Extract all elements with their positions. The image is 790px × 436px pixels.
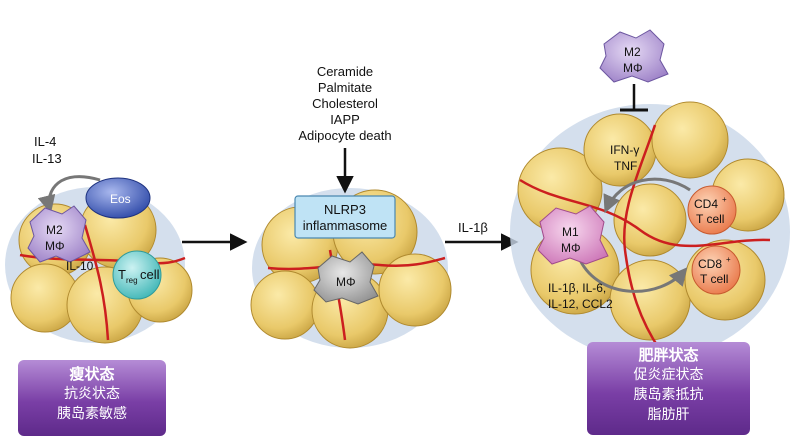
- treg-cell: T reg cell: [112, 250, 162, 300]
- treg-t: T: [118, 267, 126, 282]
- trigger-list: Ceramide Palmitate Cholesterol IAPP Adip…: [298, 64, 391, 143]
- il1b-arrow-label: IL-1β: [458, 220, 488, 235]
- macrophage-middle-label: MΦ: [336, 275, 356, 289]
- inhibition-bar: [620, 84, 648, 112]
- trigger-cholesterol: Cholesterol: [312, 96, 378, 111]
- m1-line2: MΦ: [561, 241, 581, 255]
- obese-state-line3: 脂肪肝: [647, 407, 690, 423]
- il10-label: IL-10: [66, 259, 94, 273]
- m1-line1: M1: [562, 225, 579, 239]
- obese-state-line1: 促炎症状态: [633, 367, 704, 383]
- left-cytokine-il4: IL-4: [34, 134, 56, 149]
- cd8-sup: +: [726, 255, 731, 264]
- cd4-cell-label: T cell: [696, 212, 724, 226]
- m2-macrophage-top: M2 MΦ: [599, 29, 669, 83]
- lean-state-panel: 瘦状态 抗炎状态 胰岛素敏感: [18, 360, 166, 436]
- eosinophil-cell: Eos: [85, 177, 151, 219]
- obese-state-title: 肥胖状态: [638, 346, 699, 364]
- eos-label: Eos: [110, 192, 131, 206]
- cycle-arrow-bottom: [578, 259, 688, 293]
- cd8-label: CD8: [698, 257, 722, 271]
- m2-macrophage-left: M2 MΦ: [27, 205, 91, 263]
- cd4-label: CD4: [694, 197, 718, 211]
- treg-cell-label: cell: [140, 267, 160, 282]
- m1-macrophage: M1 MΦ: [537, 205, 609, 265]
- il4-curved-arrow: [37, 175, 101, 214]
- nlrp3-inflammasome-box: NLRP3 inflammasome: [294, 195, 396, 239]
- right-cytokines-line2: IL-12, CCL2: [548, 297, 613, 311]
- trigger-ceramide: Ceramide: [317, 64, 373, 79]
- trigger-palmitate: Palmitate: [318, 80, 372, 95]
- cd8-cell-label: T cell: [700, 272, 728, 286]
- m2-top-line2: MΦ: [623, 61, 643, 75]
- left-cytokine-il13: IL-13: [32, 151, 62, 166]
- cd4-sup: +: [722, 195, 727, 204]
- m2-left-line1: M2: [46, 223, 63, 237]
- trigger-adipocyte-death: Adipocyte death: [298, 128, 391, 143]
- right-cytokines-line1: IL-1β, IL-6,: [548, 281, 606, 295]
- tnf-label: TNF: [614, 159, 637, 173]
- lean-state-line1: 抗炎状态: [64, 386, 120, 402]
- cd8-t-cell: CD8 + T cell: [691, 245, 741, 295]
- nlrp3-line1: NLRP3: [324, 202, 366, 217]
- m2-top-line1: M2: [624, 45, 641, 59]
- cd4-t-cell: CD4 + T cell: [687, 185, 737, 235]
- m2-left-line2: MΦ: [45, 239, 65, 253]
- nlrp3-line2: inflammasome: [303, 218, 388, 233]
- lean-state-title: 瘦状态: [69, 365, 115, 383]
- cycle-arrow-top: [603, 177, 691, 214]
- macrophage-middle: MΦ: [313, 251, 379, 305]
- obese-state-line2: 胰岛素抵抗: [633, 387, 704, 403]
- lean-state-line2: 胰岛素敏感: [57, 406, 127, 422]
- ifn-gamma-label: IFN-γ: [610, 143, 639, 157]
- trigger-iapp: IAPP: [330, 112, 360, 127]
- treg-sub: reg: [126, 276, 138, 285]
- obese-state-panel: 肥胖状态 促炎症状态 胰岛素抵抗 脂肪肝: [587, 342, 750, 435]
